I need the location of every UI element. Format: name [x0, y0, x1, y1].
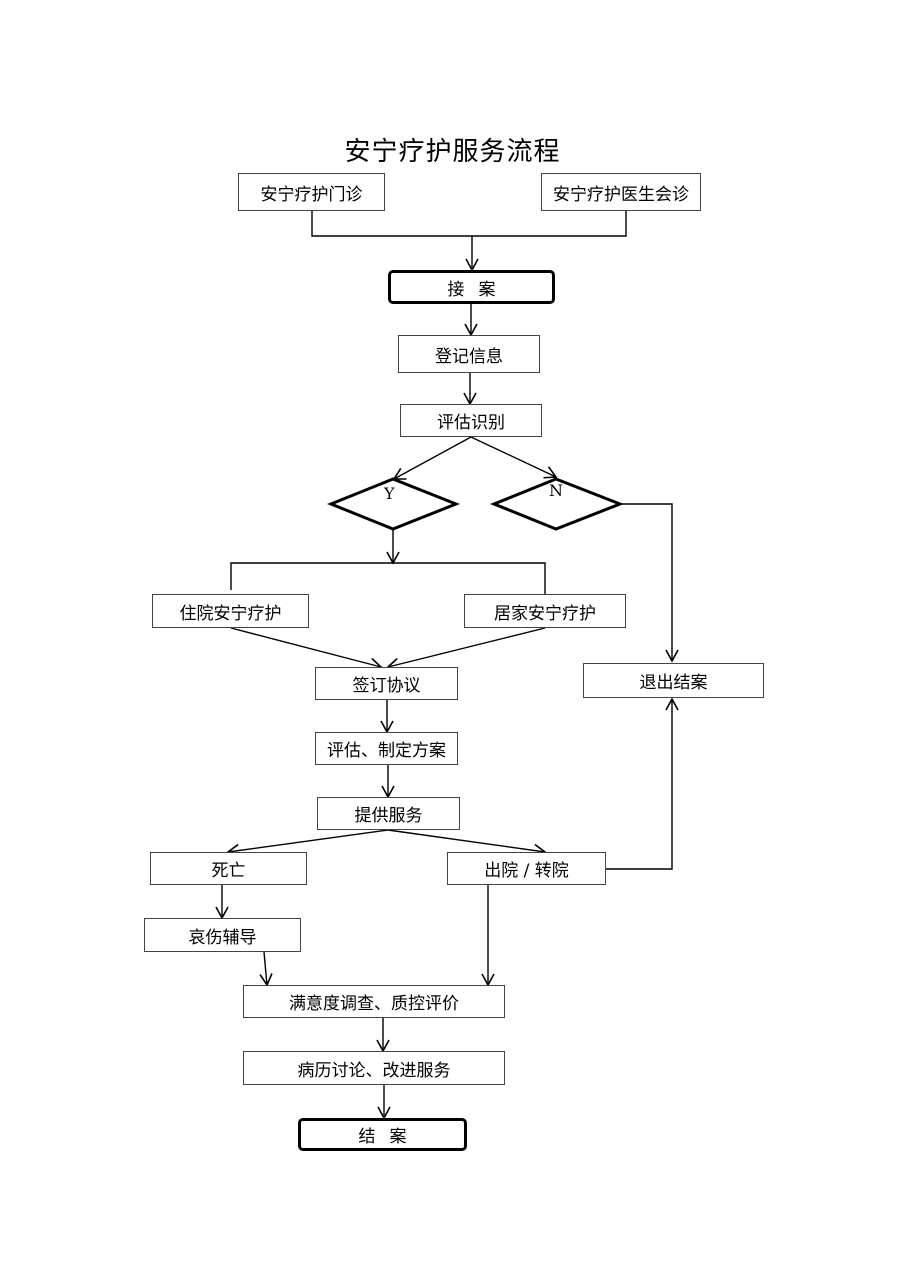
arrow-no-to-exit	[620, 503, 679, 663]
arrow-grief-to-survey	[259, 951, 273, 987]
connector-clinic-merge	[311, 211, 627, 237]
decision-yes-label: Y	[384, 484, 395, 503]
node-home: 居家安宁疗护	[464, 594, 626, 628]
node-survey: 满意度调查、质控评价	[243, 985, 505, 1018]
decision-no-label: N	[549, 481, 563, 500]
node-assess: 评估识别	[400, 404, 542, 437]
node-close: 结案	[298, 1118, 467, 1151]
arrow-to-no	[470, 436, 558, 479]
arrow-discharge-to-exit	[605, 697, 679, 870]
node-intake: 接案	[388, 270, 555, 304]
node-plan: 评估、制定方案	[315, 732, 458, 765]
node-death: 死亡	[150, 852, 307, 885]
node-clinic: 安宁疗护门诊	[238, 173, 385, 211]
arrow-to-death	[226, 829, 389, 858]
arrow-to-yes	[392, 436, 472, 480]
node-consult: 安宁疗护医生会诊	[541, 173, 701, 211]
diagram-title: 安宁疗护服务流程	[344, 137, 561, 167]
node-service: 提供服务	[317, 797, 460, 830]
arrow-inpatient-to-agreement	[230, 627, 383, 671]
arrow-to-discharge	[387, 829, 547, 858]
connector-care-split	[230, 562, 546, 594]
node-inpatient: 住院安宁疗护	[152, 594, 309, 628]
node-exit: 退出结案	[583, 663, 764, 698]
node-grief: 哀伤辅导	[144, 918, 301, 952]
node-register: 登记信息	[398, 335, 540, 373]
node-discharge: 出院 / 转院	[447, 852, 606, 885]
node-agreement: 签订协议	[315, 667, 458, 700]
arrow-home-to-agreement	[386, 627, 546, 671]
decision-no-diamond	[489, 477, 625, 531]
node-review: 病历讨论、改进服务	[243, 1051, 505, 1085]
